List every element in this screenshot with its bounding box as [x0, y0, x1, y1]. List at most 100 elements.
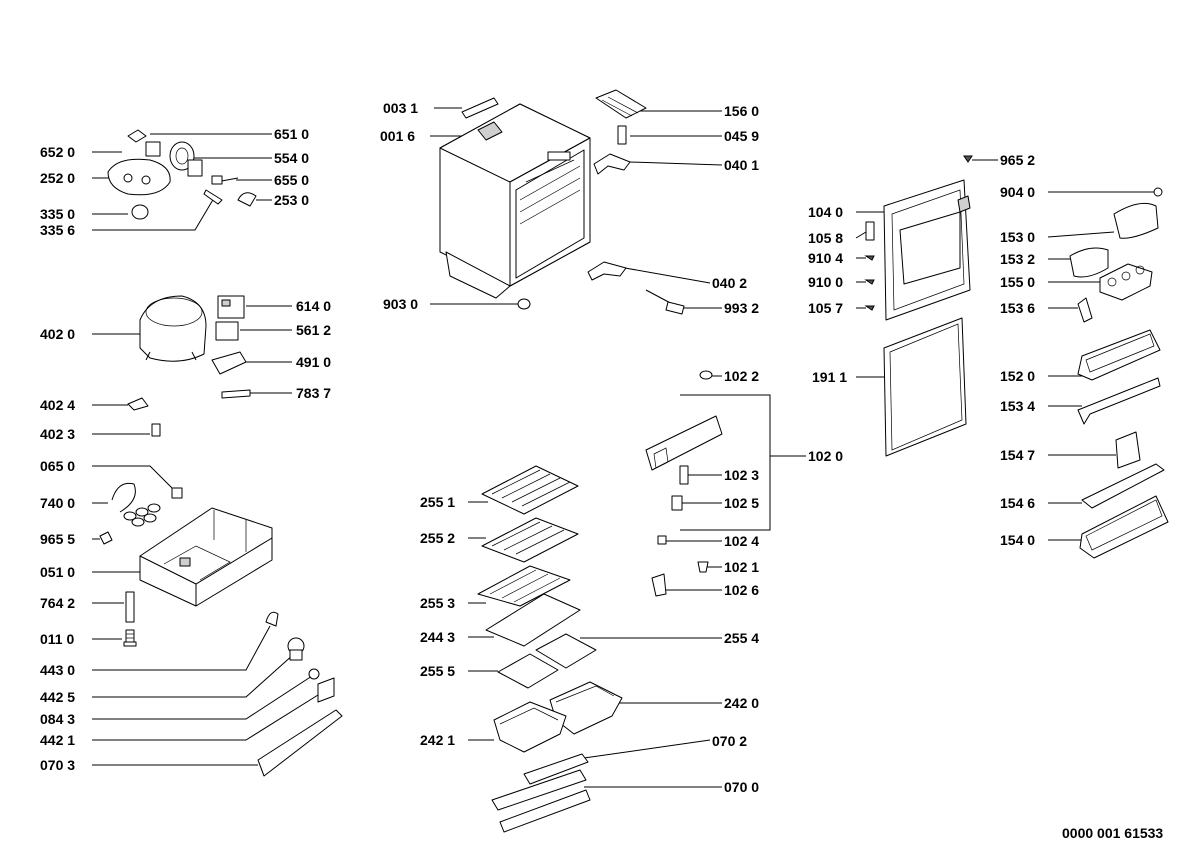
label-0110: 011 0 — [40, 631, 74, 647]
label-1911: 191 1 — [812, 369, 847, 385]
thermostat-probe — [645, 289, 685, 315]
label-6550: 655 0 — [274, 172, 309, 188]
small-brackets — [127, 397, 183, 499]
kick-plate — [257, 709, 343, 777]
label-9104: 910 4 — [808, 250, 843, 266]
label-5612: 561 2 — [296, 322, 331, 338]
label-0843: 084 3 — [40, 711, 75, 727]
document-number: 0000 001 61533 — [1062, 825, 1163, 841]
fan-and-motor — [265, 611, 335, 703]
condenser-coil — [111, 482, 161, 527]
label-1058: 105 8 — [808, 230, 843, 246]
label-7837: 783 7 — [296, 385, 331, 401]
label-0702: 070 2 — [712, 733, 747, 749]
door-panel — [883, 179, 971, 321]
label-1021: 102 1 — [724, 559, 759, 575]
label-2443: 244 3 — [420, 629, 455, 645]
part-labels: 003 1 001 6 156 0 045 9 040 1 040 2 993 … — [40, 100, 1163, 841]
label-2421: 242 1 — [420, 732, 455, 748]
label-1550: 155 0 — [1000, 274, 1035, 290]
label-2551: 255 1 — [420, 494, 455, 510]
label-1023: 102 3 — [724, 467, 759, 483]
label-0459: 045 9 — [724, 128, 759, 144]
label-1532: 153 2 — [1000, 251, 1035, 267]
label-1040: 104 0 — [808, 204, 843, 220]
label-2553: 255 3 — [420, 595, 455, 611]
compressor — [139, 295, 207, 362]
label-4020: 402 0 — [40, 326, 75, 342]
lower-hinge — [587, 261, 627, 281]
label-1534: 153 4 — [1000, 398, 1035, 414]
dairy-lid-parts — [1069, 202, 1159, 323]
label-4023: 402 3 — [40, 426, 75, 442]
crisper-drawers — [493, 633, 623, 753]
label-0650: 065 0 — [40, 458, 75, 474]
label-9932: 993 2 — [724, 300, 759, 316]
label-1024: 102 4 — [724, 533, 759, 549]
label-9040: 904 0 — [1000, 184, 1035, 200]
label-3356: 335 6 — [40, 222, 75, 238]
label-2555: 255 5 — [420, 663, 455, 679]
door-shelves — [1077, 329, 1169, 559]
glass-shelves — [477, 465, 581, 647]
label-2554: 255 4 — [724, 630, 759, 646]
label-9030: 903 0 — [383, 296, 418, 312]
bottom-rails — [491, 753, 591, 833]
label-0700: 070 0 — [724, 779, 759, 795]
label-1022: 102 2 — [724, 368, 759, 384]
label-0703: 070 3 — [40, 757, 75, 773]
label-1057: 105 7 — [808, 300, 843, 316]
label-1026: 102 6 — [724, 582, 759, 598]
label-1020: 102 0 — [808, 448, 843, 464]
label-1520: 152 0 — [1000, 368, 1035, 384]
label-7642: 764 2 — [40, 595, 75, 611]
door-gasket — [883, 317, 967, 457]
cabinet-body — [439, 103, 591, 299]
base-tray — [139, 507, 273, 607]
label-1547: 154 7 — [1000, 447, 1035, 463]
label-9100: 910 0 — [808, 274, 843, 290]
label-0401: 040 1 — [724, 157, 759, 173]
label-0510: 051 0 — [40, 564, 75, 580]
thermostat-group — [107, 129, 257, 220]
label-7400: 740 0 — [40, 495, 75, 511]
foot-part — [517, 298, 531, 310]
label-1025: 102 5 — [724, 495, 759, 511]
leader-lines — [92, 107, 1154, 788]
label-1540: 154 0 — [1000, 532, 1035, 548]
label-3350: 335 0 — [40, 206, 75, 222]
label-4421: 442 1 — [40, 732, 75, 748]
label-5540: 554 0 — [274, 150, 309, 166]
label-0031: 003 1 — [383, 100, 418, 116]
label-2530: 253 0 — [274, 192, 309, 208]
ice-tray — [595, 89, 647, 119]
upper-hinge — [593, 153, 631, 175]
capacitor — [125, 591, 135, 623]
label-6140: 614 0 — [296, 298, 331, 314]
label-1560: 156 0 — [724, 103, 759, 119]
label-1546: 154 6 — [1000, 495, 1035, 511]
small-door-hardware — [864, 155, 1163, 311]
label-2420: 242 0 — [724, 695, 759, 711]
label-6510: 651 0 — [274, 126, 309, 142]
top-trim-strip — [461, 97, 499, 119]
label-1530: 153 0 — [1000, 229, 1035, 245]
label-4430: 443 0 — [40, 662, 75, 678]
label-4910: 491 0 — [296, 354, 331, 370]
label-1536: 153 6 — [1000, 300, 1035, 316]
label-0016: 001 6 — [380, 128, 415, 144]
small-pin-part — [617, 125, 627, 145]
label-0402: 040 2 — [712, 275, 747, 291]
label-9655: 965 5 — [40, 531, 75, 547]
label-4024: 402 4 — [40, 397, 75, 413]
screw-011 — [123, 629, 137, 647]
label-9652: 965 2 — [1000, 152, 1035, 168]
relay-group — [211, 295, 251, 399]
label-2552: 255 2 — [420, 530, 455, 546]
label-4425: 442 5 — [40, 689, 75, 705]
crisper-front-cover — [645, 370, 723, 597]
label-6520: 652 0 — [40, 144, 75, 160]
label-2520: 252 0 — [40, 170, 75, 186]
